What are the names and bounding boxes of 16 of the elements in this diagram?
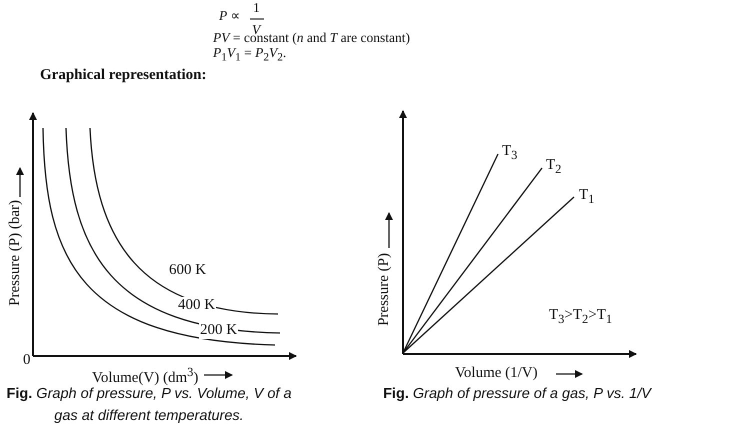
caption: Fig. Graph of pressure, P vs. Volume, V of a gas at different temperatures.	[5, 386, 293, 426]
note-text: T$_{3}$>T$_{2}$>T$_{1}$	[549, 307, 612, 327]
equation-text: P ∝	[219, 9, 241, 22]
axis-label: Volume(V) (dm$^{3}$)	[92, 366, 198, 386]
line-label: T$_{1}$	[579, 187, 594, 207]
axis-label: Pressure (P)	[376, 253, 392, 326]
fraction-numerator: 1	[253, 1, 260, 14]
caption: Fig. Graph of pressure of a gas, P vs. 1/V	[382, 385, 653, 404]
line-label: T$_{2}$	[546, 157, 562, 177]
equation-text: P$_{1}$V$_{1}$ = P$_{2}$V$_{2}$.	[213, 46, 286, 64]
curve-label: 200 K	[199, 322, 238, 338]
origin-label: 0	[23, 352, 30, 368]
line-label: T$_{3}$	[502, 143, 518, 163]
section-heading: Graphical representation:	[40, 67, 207, 84]
axis-label: Pressure (P) (bar)	[7, 200, 24, 306]
axis-label: Volume (1/V)	[455, 365, 538, 382]
